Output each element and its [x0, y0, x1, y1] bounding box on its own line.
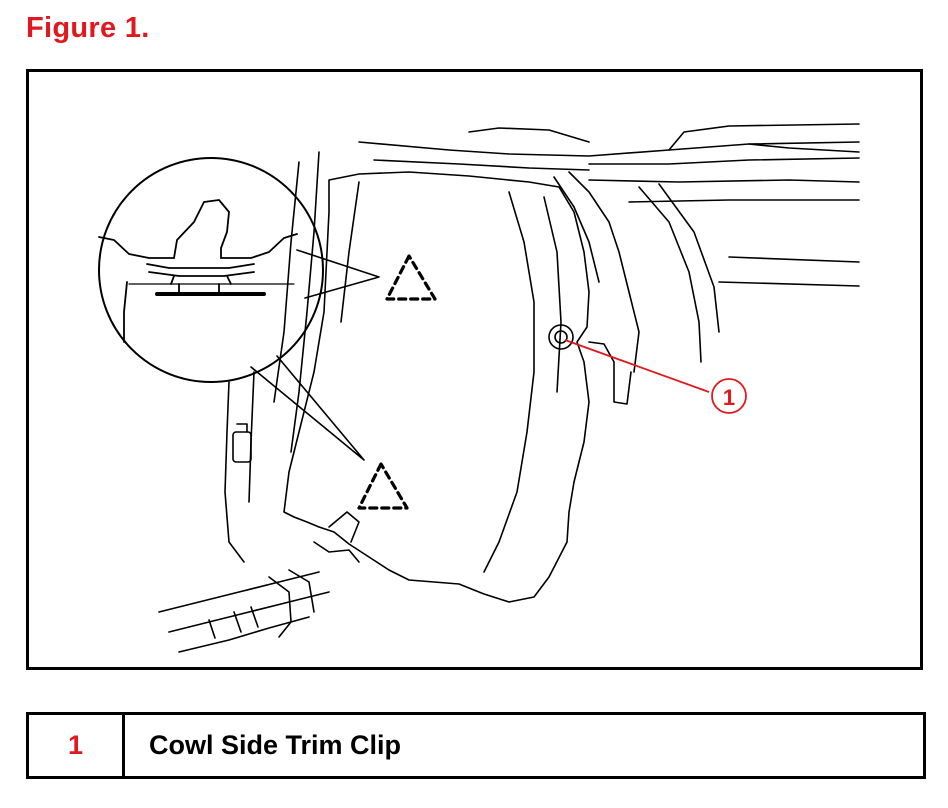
clip-location-triangle-lower	[357, 462, 409, 510]
legend-table: 1 Cowl Side Trim Clip	[26, 712, 926, 779]
trim-clip-bolt	[548, 324, 574, 350]
callout-leader-line	[564, 339, 710, 393]
diagram-frame: 1	[26, 69, 923, 670]
legend-row-description: Cowl Side Trim Clip	[149, 730, 402, 760]
callout-number: 1	[723, 385, 735, 410]
body-structure-lines	[358, 123, 860, 405]
wire-harness	[158, 511, 360, 653]
clip-detail	[98, 199, 298, 343]
pillar-lines	[224, 151, 320, 563]
callout-circle	[711, 378, 747, 414]
cowl-side-trim-panel	[283, 171, 590, 603]
detail-magnifier-circle	[98, 157, 324, 383]
leader-line-top	[296, 249, 380, 299]
callout-1	[564, 339, 747, 414]
clip-location-triangle-upper	[385, 254, 437, 301]
leader-line-bottom	[250, 355, 365, 461]
figure-title: Figure 1.	[26, 12, 150, 44]
cowl-trim-diagram: 1	[98, 123, 860, 653]
legend-row-number: 1	[29, 715, 125, 776]
